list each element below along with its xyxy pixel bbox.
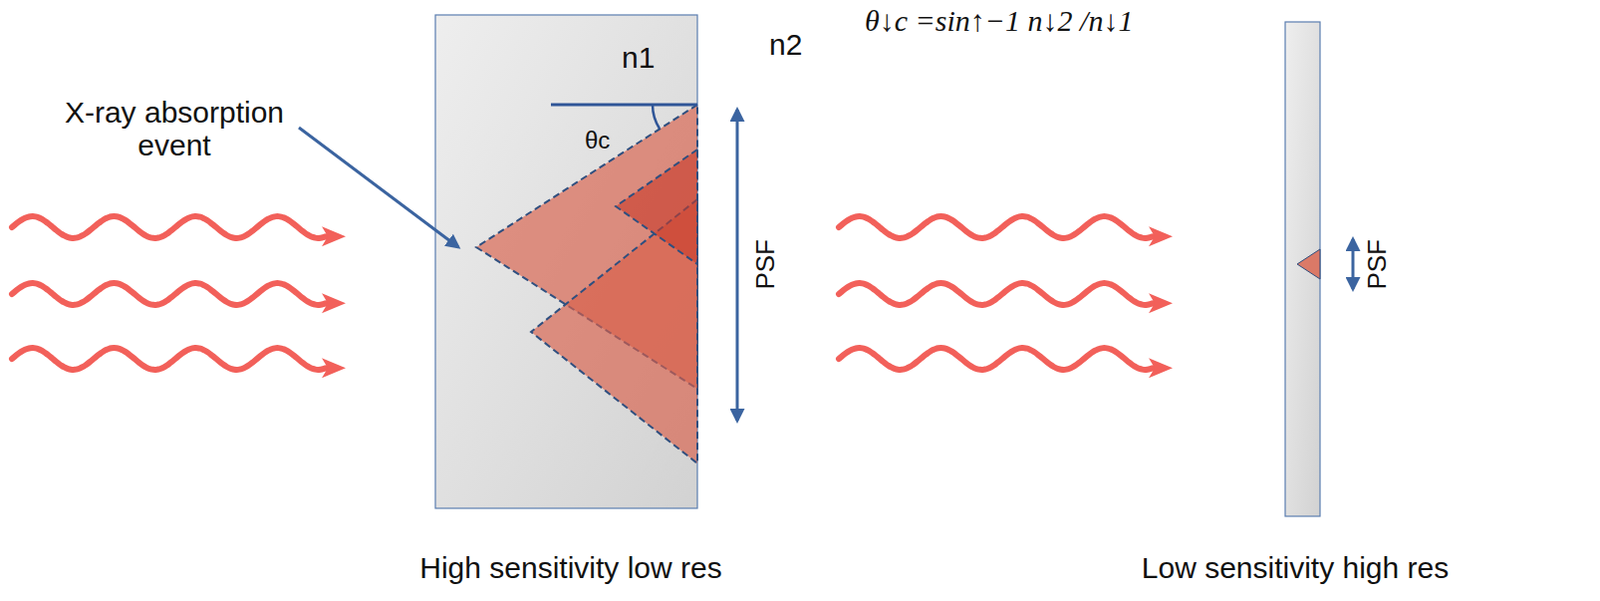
wave-head	[321, 357, 346, 378]
wave	[838, 347, 1153, 370]
x-ray-waves	[11, 216, 1173, 378]
scintillator-box: n1 θc	[435, 14, 698, 509]
pointer-arrow	[298, 127, 459, 248]
light-cones	[476, 104, 698, 464]
psf-label: PSF	[751, 239, 781, 290]
angle-label: θc	[584, 127, 610, 154]
thin-scintillator	[1285, 21, 1321, 517]
angle-arc	[652, 104, 660, 129]
wave-head	[1148, 226, 1173, 247]
wave-head	[321, 226, 346, 247]
thick-scintillator	[435, 14, 698, 509]
psf-arrow	[1351, 239, 1355, 289]
psf-arrow	[736, 109, 740, 421]
caption: High sensitivity low res	[419, 550, 722, 584]
light-cone	[1297, 249, 1321, 279]
wave-head	[1148, 292, 1173, 313]
wave-head	[1148, 357, 1173, 378]
wave-head	[321, 292, 346, 313]
wave	[11, 216, 326, 239]
refractive-index: n1	[621, 40, 655, 74]
caption: Low sensitivity high res	[1141, 550, 1449, 584]
wave	[838, 282, 1153, 305]
refractive-index: n2	[769, 27, 802, 61]
formula: θ↓c =sin↑−1 n↓2 /n↓1	[864, 3, 1133, 37]
wave	[838, 216, 1153, 239]
wave	[11, 282, 326, 305]
surface-line	[550, 103, 698, 107]
psf-label: PSF	[1362, 239, 1392, 290]
callout-text: X-ray absorption event	[49, 95, 299, 162]
wave	[11, 347, 326, 370]
